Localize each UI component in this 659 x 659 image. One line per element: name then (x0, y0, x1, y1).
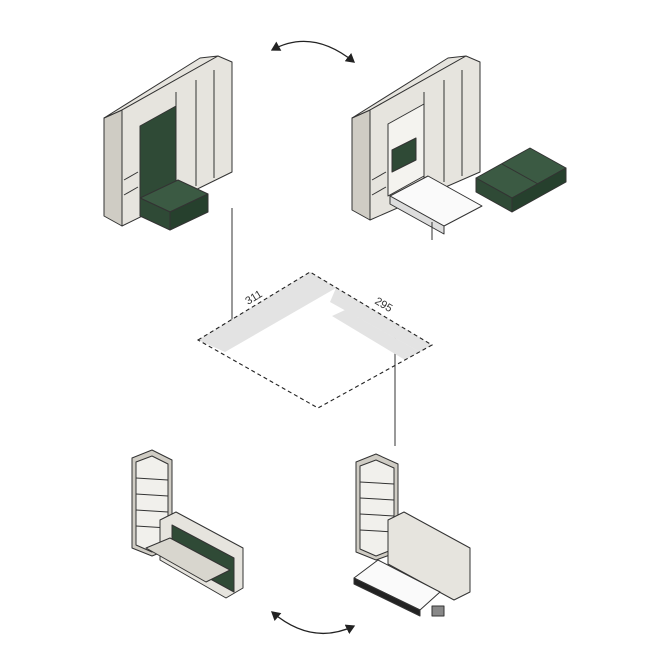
bookcase-bed-closed-unit (131, 449, 244, 599)
bookcase-bed-open-unit (353, 453, 471, 617)
floor-outline (196, 271, 434, 409)
folded-desk (145, 537, 231, 583)
floor-plan: 311 295 (196, 271, 434, 409)
transform-arrow-top (270, 40, 356, 63)
floor-footprint-right (310, 272, 432, 352)
floor-footprint-bed (332, 310, 420, 360)
wardrobe-closed-unit (103, 55, 233, 231)
floor-footprint-left (198, 272, 336, 352)
wardrobe-bed-open-unit (351, 55, 567, 240)
transform-arrow-bottom (271, 611, 356, 635)
